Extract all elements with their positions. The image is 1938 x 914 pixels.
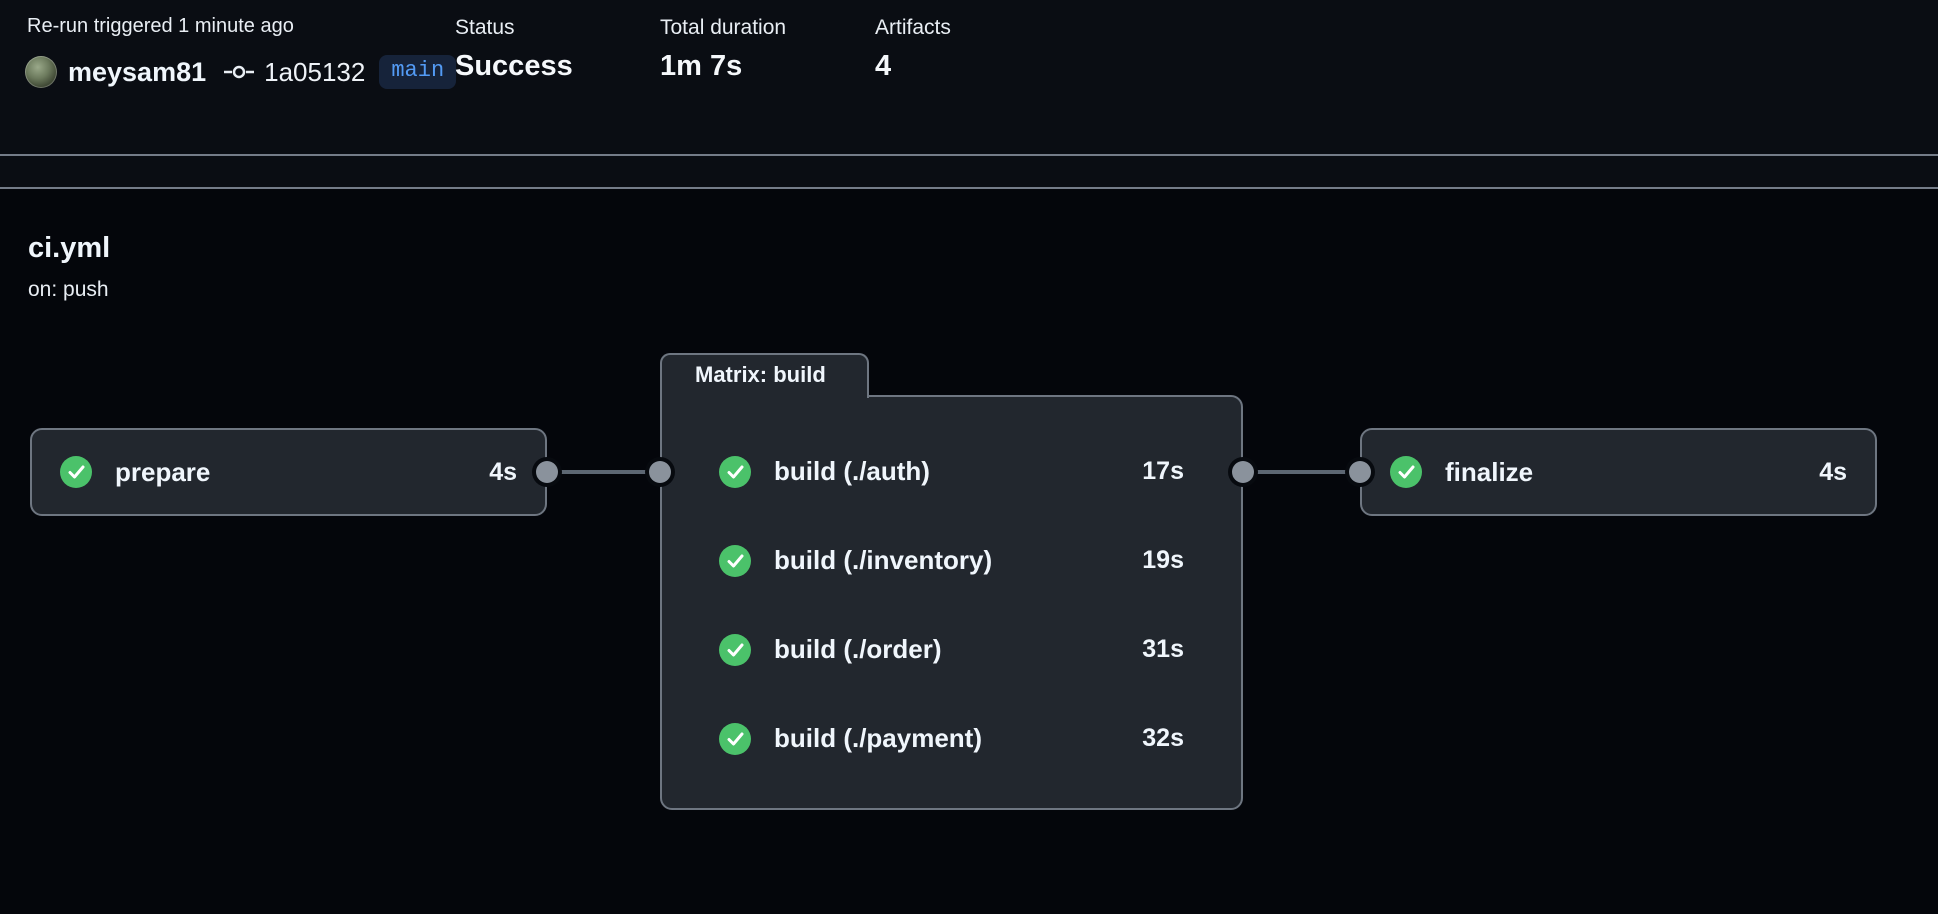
job-duration: 4s [1819, 457, 1847, 486]
job-label: build (./inventory) [774, 545, 993, 575]
workflow-trigger: on: push [28, 278, 109, 301]
run-trigger-text: Re-run triggered 1 minute ago [27, 15, 294, 37]
matrix-group-body: build (./auth) 17s build (./inventory) 1… [660, 395, 1243, 810]
job-node-build-inventory[interactable]: build (./inventory) 19s [719, 516, 1184, 605]
matrix-group-title: Matrix: build [695, 361, 826, 387]
branch-badge[interactable]: main [379, 54, 457, 90]
success-check-icon [719, 722, 751, 755]
job-node-build-auth[interactable]: build (./auth) 17s [719, 427, 1184, 516]
job-node-build-payment[interactable]: build (./payment) 32s [719, 694, 1184, 783]
workflow-file-name: ci.yml [28, 232, 111, 264]
job-label: finalize [1445, 456, 1534, 487]
success-check-icon [719, 455, 751, 488]
stat-label: Status [455, 16, 515, 39]
success-check-icon [719, 544, 751, 577]
success-check-icon [719, 633, 751, 666]
job-node-prepare[interactable]: prepare 4s [30, 428, 547, 516]
stat-value: Success [455, 50, 573, 82]
stat-label: Artifacts [875, 16, 951, 39]
job-label: build (./auth) [774, 456, 930, 486]
commit-sha-link[interactable]: 1a05132 [264, 56, 366, 87]
avatar[interactable] [25, 56, 57, 88]
actor-row: meysam81 1a05132 main [25, 54, 457, 90]
divider-band [0, 156, 1938, 187]
connector-dot [1232, 461, 1254, 483]
connector-dot [1349, 461, 1371, 483]
job-duration: 19s [1142, 546, 1184, 574]
job-label: build (./payment) [774, 723, 982, 753]
run-header: Re-run triggered 1 minute ago meysam81 1… [0, 0, 1938, 154]
stat-value: 4 [875, 50, 892, 82]
canvas-divider [0, 187, 1938, 189]
connector-dot [536, 461, 558, 483]
success-check-icon [60, 456, 92, 488]
matrix-group-tab[interactable]: Matrix: build [660, 353, 869, 398]
job-duration: 31s [1142, 635, 1184, 663]
job-label: prepare [115, 456, 211, 487]
actor-name[interactable]: meysam81 [68, 56, 207, 87]
header-divider [0, 154, 1938, 156]
job-duration: 4s [489, 457, 517, 486]
workflow-graph-canvas: ci.yml on: push prepare 4s Matrix: build… [0, 189, 1938, 914]
stat-label: Total duration [660, 16, 787, 39]
job-node-build-order[interactable]: build (./order) 31s [719, 605, 1184, 694]
job-label: build (./order) [774, 634, 942, 664]
git-commit-icon [223, 62, 255, 82]
connector-line [1243, 470, 1360, 474]
success-check-icon [1390, 456, 1422, 488]
job-node-finalize[interactable]: finalize 4s [1360, 428, 1877, 516]
connector-dot [649, 461, 671, 483]
stat-value: 1m 7s [660, 50, 743, 82]
job-duration: 17s [1142, 457, 1184, 485]
job-duration: 32s [1142, 724, 1184, 752]
connector-line [547, 470, 660, 474]
